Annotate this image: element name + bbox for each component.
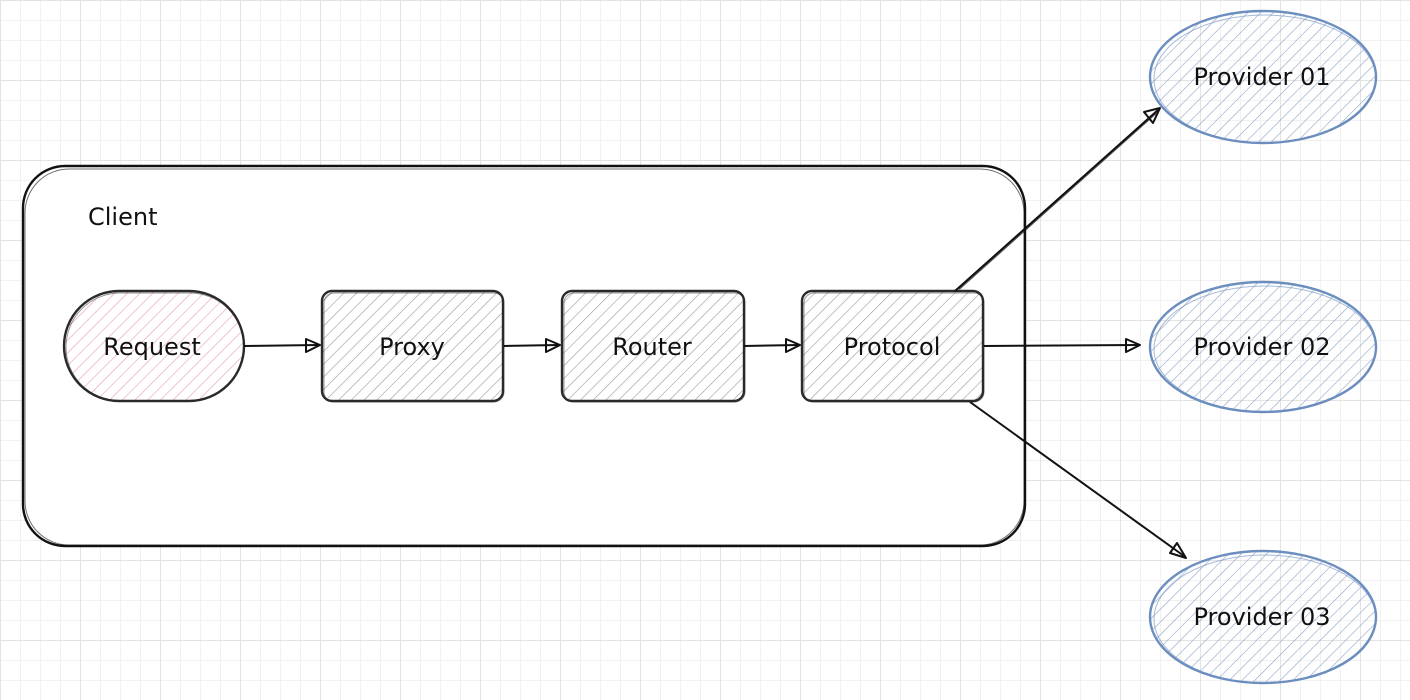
node-proxy[interactable]: Proxy [320,289,505,403]
node-protocol[interactable]: Protocol [800,289,985,403]
node-protocol-label: Protocol [844,333,941,361]
edge-protocol-to-provider-01 [954,107,1161,292]
node-router-label: Router [612,333,692,361]
client-container[interactable]: Client [21,164,1027,548]
node-provider-02-label: Provider 02 [1194,333,1331,361]
node-router[interactable]: Router [560,289,746,403]
edge-protocol-to-provider-03 [969,401,1187,559]
node-proxy-label: Proxy [379,333,445,361]
client-container-label: Client [88,203,157,231]
node-provider-01[interactable]: Provider 01 [1148,9,1378,145]
node-request-label: Request [103,333,201,361]
node-provider-01-label: Provider 01 [1194,63,1331,91]
node-provider-02[interactable]: Provider 02 [1148,280,1378,414]
edge-protocol-to-provider-02 [983,338,1141,353]
node-provider-03[interactable]: Provider 03 [1148,549,1378,685]
edge-router-to-protocol [743,338,801,353]
node-provider-03-label: Provider 03 [1194,603,1331,631]
node-request[interactable]: Request [62,289,246,403]
edge-proxy-to-router [503,338,561,353]
edge-request-to-proxy [243,338,321,353]
